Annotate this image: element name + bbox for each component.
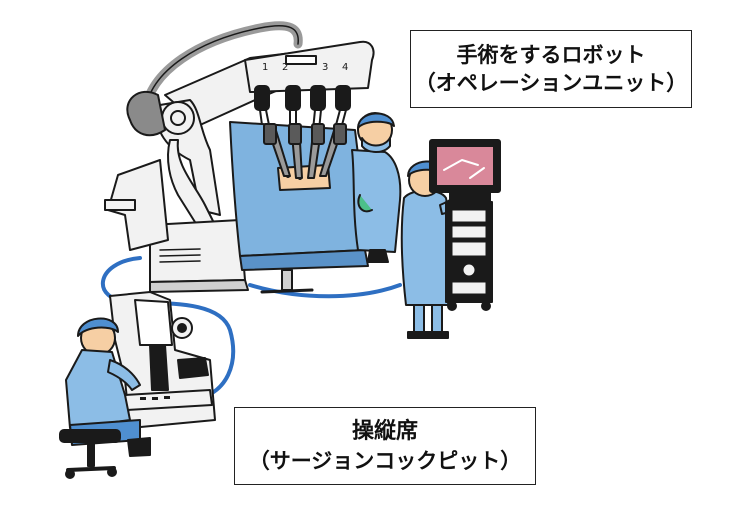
- arm-number-2: 2: [282, 62, 288, 73]
- label-operation-unit-subtitle: （オペレーションユニット）: [414, 71, 688, 95]
- arm-number-3: 3: [322, 62, 328, 73]
- label-surgeon-cockpit-title: 操縦席: [351, 418, 418, 444]
- label-surgeon-cockpit: 操縦席 （サージョンコックピット）: [234, 407, 536, 485]
- label-operation-unit: 手術をするロボット （オペレーションユニット）: [410, 30, 692, 108]
- surgical-drape: [229, 121, 369, 294]
- label-surgeon-cockpit-subtitle: （サージョンコックピット）: [248, 448, 522, 473]
- arm-number-4: 4: [342, 62, 348, 73]
- vision-cart: [429, 139, 501, 311]
- console-surgeon: [59, 317, 151, 479]
- robot-base: [104, 159, 249, 293]
- assistant-surgeon: [351, 112, 402, 263]
- surgeon-console: [109, 291, 216, 429]
- connection-cable: [101, 256, 402, 400]
- label-operation-unit-title: 手術をするロボット: [456, 42, 646, 67]
- arm-number-1: 1: [262, 62, 268, 73]
